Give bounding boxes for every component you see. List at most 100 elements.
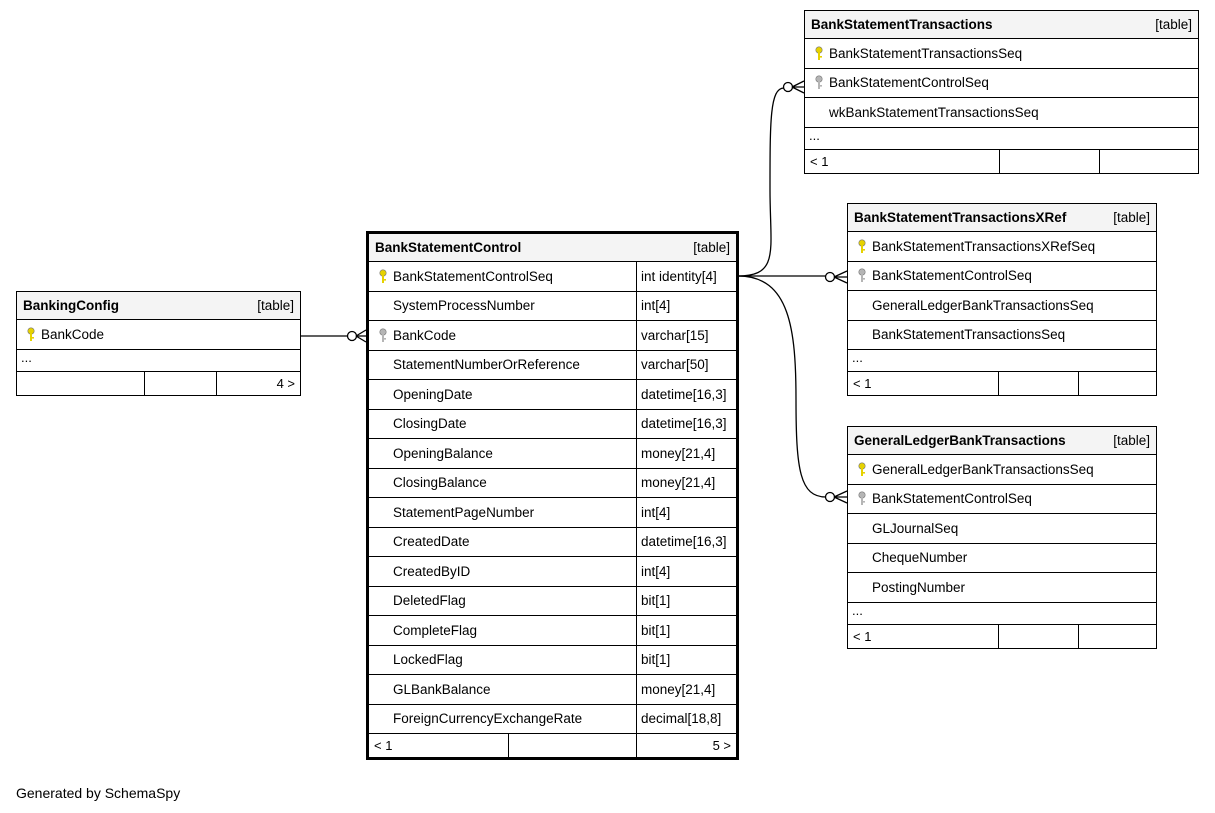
primary-key-icon (852, 239, 872, 254)
link-optional-marker (782, 81, 794, 93)
column-type: int[4] (636, 291, 736, 320)
column-name-cell: GeneralLedgerBankTransactionsSeq (848, 455, 1156, 484)
column-name: BankStatementControlSeq (393, 268, 553, 284)
column-name-cell: OpeningDate (369, 380, 636, 409)
footer-left (17, 372, 144, 395)
column-name: BankStatementTransactionsXRefSeq (872, 238, 1096, 254)
column-name: ChequeNumber (872, 550, 968, 566)
footer-left: < 1 (810, 153, 829, 169)
column-type: bit[1] (636, 586, 736, 615)
column-name: BankStatementControlSeq (872, 491, 1032, 507)
column-name: BankCode (393, 327, 457, 343)
column-type: bit[1] (636, 645, 736, 674)
footer-right (1099, 149, 1198, 173)
column-row[interactable]: BankStatementTransactionsSeq (848, 321, 1156, 350)
column-type: money[21,4] (636, 439, 736, 468)
column-name: BankStatementTransactionsSeq (872, 327, 1066, 343)
more-columns-marker: ... (848, 350, 1156, 372)
column-row[interactable]: PostingNumber (848, 573, 1156, 603)
column-name: wkBankStatementTransactionsSeq (829, 104, 1039, 120)
column-name: StatementNumberOrReference (393, 357, 580, 373)
column-name-cell: BankStatementControlSeq (369, 262, 636, 291)
foreign-key-icon (809, 75, 829, 90)
column-type: decimal[18,8] (636, 704, 736, 733)
column-type: datetime[16,3] (636, 380, 736, 409)
column-name: GeneralLedgerBankTransactionsSeq (872, 297, 1094, 313)
more-columns-marker: ... (17, 350, 300, 372)
footer-left: < 1 (853, 376, 872, 391)
column-row[interactable]: ChequeNumber (848, 544, 1156, 573)
column-row[interactable]: BankStatementTransactionsSeq (805, 39, 1198, 69)
foreign-key-icon (373, 328, 393, 343)
primary-key-icon (21, 327, 41, 342)
column-name: SystemProcessNumber (393, 298, 535, 314)
column-name-cell: DeletedFlag (369, 587, 636, 616)
table-bankstatementcontrol[interactable]: BankStatementControl [table] BankStateme… (366, 231, 739, 760)
column-name: OpeningBalance (393, 445, 493, 461)
table-bankstatementtransactions[interactable]: BankStatementTransactions [table] BankSt… (804, 10, 1199, 174)
column-row[interactable]: BankStatementControlSeq (848, 262, 1156, 291)
column-row[interactable]: GeneralLedgerBankTransactionsSeq (848, 455, 1156, 485)
column-name-cell: wkBankStatementTransactionsSeq (805, 98, 1198, 127)
column-row[interactable]: BankStatementTransactionsXRefSeq (848, 232, 1156, 262)
footer-middle (998, 624, 1078, 648)
table-footer: < 1 (805, 149, 1198, 173)
table-name: BankingConfig (23, 298, 119, 313)
column-row[interactable]: CreatedByID int[4] (369, 557, 736, 587)
link-optional-marker (824, 491, 836, 503)
column-row[interactable]: BankStatementControlSeq (805, 69, 1198, 98)
column-row[interactable]: wkBankStatementTransactionsSeq (805, 98, 1198, 128)
column-name: BankStatementTransactionsSeq (829, 45, 1023, 61)
table-bankstatementtransactionsxref[interactable]: BankStatementTransactionsXRef [table] Ba… (847, 203, 1157, 396)
footer-middle (144, 371, 216, 395)
column-name-cell: BankStatementControlSeq (848, 485, 1156, 514)
column-name: ClosingDate (393, 416, 467, 432)
column-row[interactable]: StatementPageNumber int[4] (369, 498, 736, 528)
column-row[interactable]: OpeningBalance money[21,4] (369, 439, 736, 469)
footer-right (1078, 372, 1156, 395)
column-name-cell: BankStatementTransactionsXRefSeq (848, 232, 1156, 261)
table-generalledgerbanktransactions[interactable]: GeneralLedgerBankTransactions [table] Ge… (847, 426, 1157, 649)
footer-left: < 1 (853, 628, 872, 644)
table-name: BankStatementControl (375, 240, 522, 255)
column-name-cell: ForeignCurrencyExchangeRate (369, 705, 636, 734)
column-type: int[4] (636, 498, 736, 527)
column-name-cell: LockedFlag (369, 646, 636, 675)
column-name: StatementPageNumber (393, 504, 535, 520)
column-name: BankCode (41, 326, 105, 342)
column-row[interactable]: BankCode (17, 320, 300, 350)
foreign-key-icon (852, 268, 872, 283)
column-row[interactable]: StatementNumberOrReference varchar[50] (369, 350, 736, 380)
column-list: BankCode (17, 320, 300, 350)
column-type: int[4] (636, 557, 736, 586)
column-row[interactable]: GeneralLedgerBankTransactionsSeq (848, 291, 1156, 321)
table-bankingconfig[interactable]: BankingConfig [table] BankCode ... 4 > (16, 291, 301, 396)
column-row[interactable]: BankStatementControlSeq (848, 485, 1156, 514)
table-tag: [table] (257, 298, 294, 313)
column-row[interactable]: GLJournalSeq (848, 514, 1156, 544)
column-name-cell: BankStatementControlSeq (848, 262, 1156, 291)
column-row[interactable]: SystemProcessNumber int[4] (369, 291, 736, 321)
column-name-cell: BankStatementTransactionsSeq (848, 321, 1156, 350)
column-type: varchar[50] (636, 350, 736, 379)
column-name-cell: CreatedDate (369, 528, 636, 557)
column-name: CreatedByID (393, 563, 471, 579)
column-name-cell: PostingNumber (848, 573, 1156, 602)
table-header: BankStatementControl [table] (369, 234, 736, 262)
column-name-cell: BankStatementControlSeq (805, 69, 1198, 98)
column-name: ClosingBalance (393, 475, 487, 491)
